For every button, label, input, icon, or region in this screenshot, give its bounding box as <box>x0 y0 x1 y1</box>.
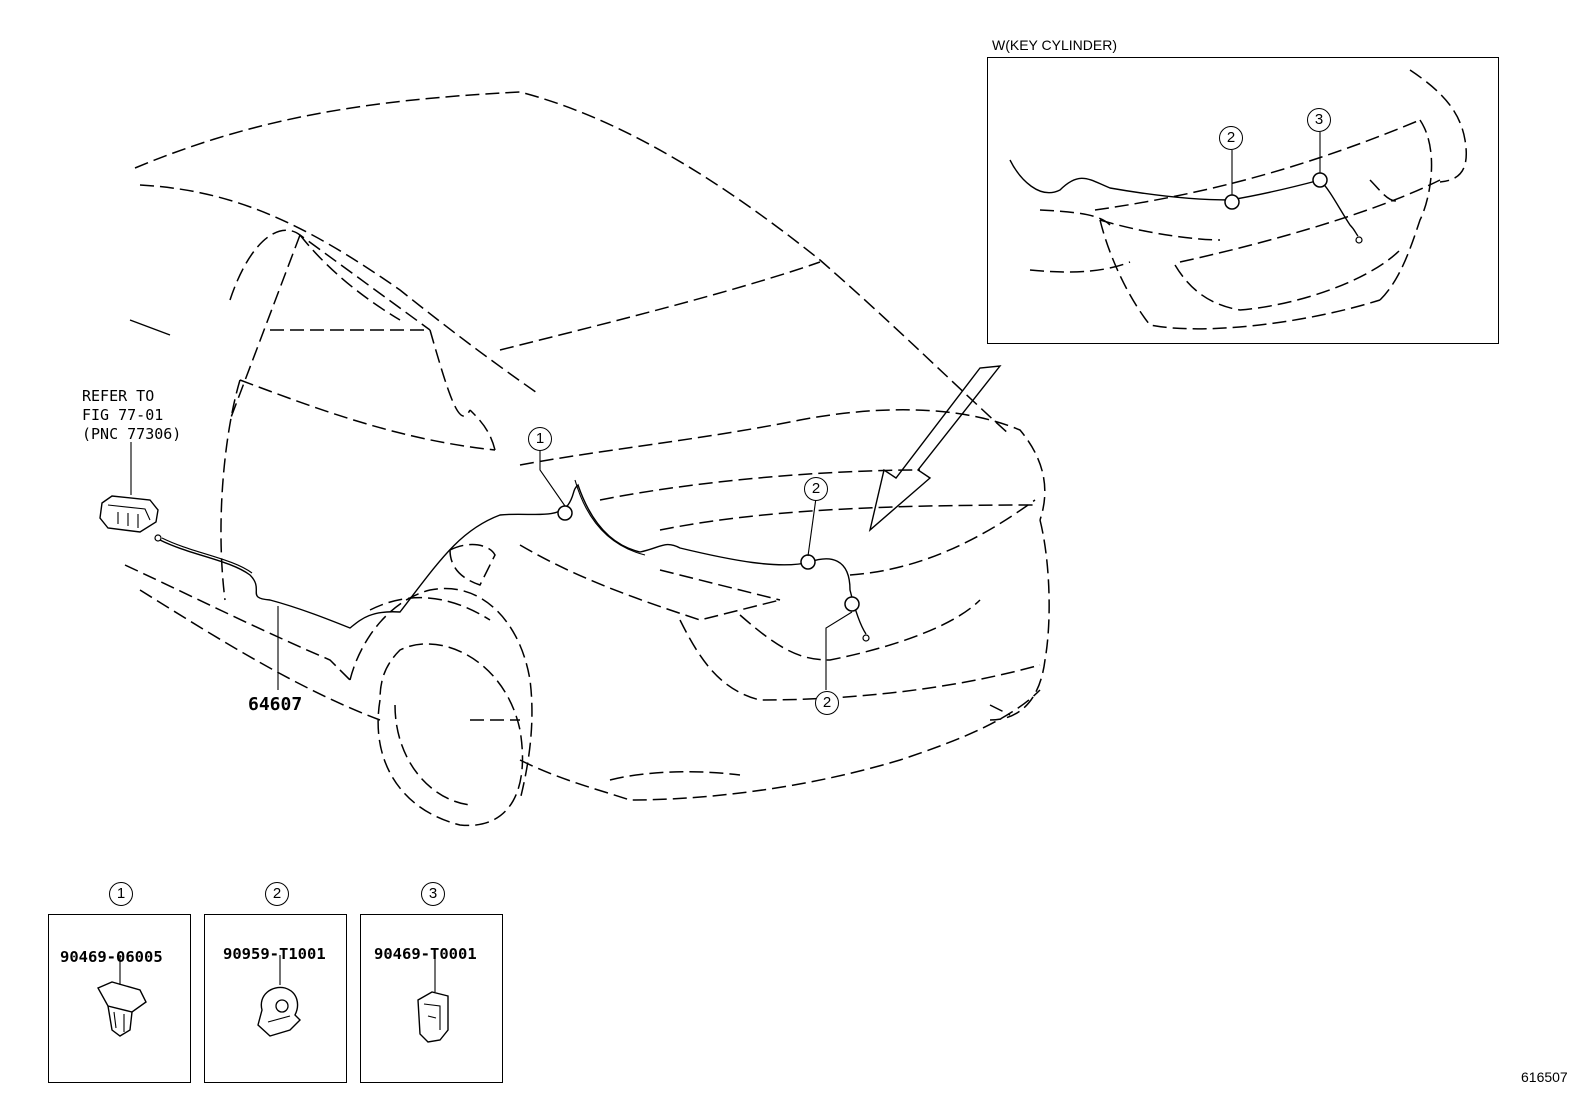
main-callout-2-lower: 2 <box>815 691 839 715</box>
inset-title: W(KEY CYLINDER) <box>992 37 1117 53</box>
reference-note: REFER TO FIG 77-01 (PNC 77306) <box>82 387 181 444</box>
clip-2-part-number: 90959-T1001 <box>223 945 326 963</box>
clip-1-part-number: 90469-06005 <box>60 948 163 966</box>
clip-1-callout: 1 <box>109 882 133 906</box>
clip-3-callout: 3 <box>421 882 445 906</box>
inset-detail-box <box>987 57 1499 344</box>
reference-line-2: FIG 77-01 <box>82 406 164 424</box>
harness-part-number: 64607 <box>248 694 303 715</box>
clip-3-box <box>360 914 503 1083</box>
inset-callout-3: 3 <box>1307 108 1331 132</box>
clip-1-box <box>48 914 191 1083</box>
reference-line-1: REFER TO <box>82 387 155 405</box>
reference-line-3: (PNC 77306) <box>82 425 182 443</box>
illustration-number: 616507 <box>1521 1069 1568 1085</box>
clip-2-box <box>204 914 347 1083</box>
clip-2-callout: 2 <box>265 882 289 906</box>
main-callout-2-upper: 2 <box>804 477 828 501</box>
clip-3-part-number: 90469-T0001 <box>374 945 477 963</box>
main-callout-1: 1 <box>528 427 552 451</box>
inset-callout-2: 2 <box>1219 126 1243 150</box>
